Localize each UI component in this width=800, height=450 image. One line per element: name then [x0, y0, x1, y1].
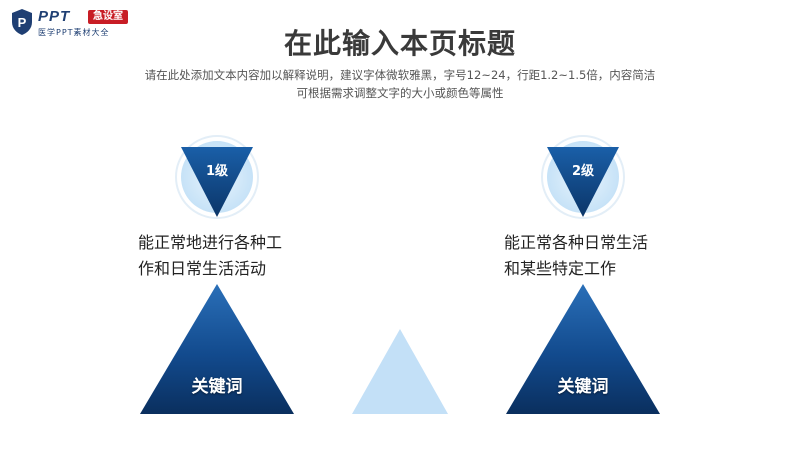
level-2-desc-line-2: 和某些特定工作 [504, 259, 617, 278]
logo: P PPT 急设室 医学PPT素材大全 [10, 8, 150, 40]
keyword-triangle-1: 关键词 [140, 284, 294, 414]
triangle-1-shape [140, 284, 294, 414]
logo-brand: PPT [38, 8, 71, 25]
level-2-desc-line-1: 能正常各种日常生活 [504, 233, 649, 252]
logo-tagline: 医学PPT素材大全 [38, 28, 110, 37]
level-1-desc-line-2: 作和日常生活活动 [138, 259, 267, 278]
level-1-description: 能正常地进行各种工 作和日常生活活动 [138, 230, 282, 282]
level-2-label: 2级 [571, 164, 595, 179]
center-triangle [352, 329, 448, 414]
triangle-2-shape [506, 284, 660, 414]
level-1-label: 1级 [205, 164, 229, 179]
keyword-triangle-2: 关键词 [506, 284, 660, 414]
logo-badge: 急设室 [88, 10, 128, 24]
page-subtitle: 请在此处添加文本内容加以解释说明，建议字体微软雅黑，字号12~24，行距1.2~… [0, 66, 800, 102]
keyword-2: 关键词 [557, 377, 609, 397]
level-2-description: 能正常各种日常生活 和某些特定工作 [504, 230, 648, 282]
shield-logo-icon: P [12, 9, 32, 35]
level-1-badge-graphic [175, 135, 259, 219]
keyword-1: 关键词 [191, 377, 243, 397]
page-title: 在此输入本页标题 [283, 27, 516, 60]
level-2-badge: 2级 [538, 134, 628, 224]
logo-mark: P [18, 15, 27, 30]
subtitle-line-2: 可根据需求调整文字的大小或颜色等属性 [296, 86, 504, 100]
level-1-badge: 1级 [172, 134, 262, 224]
center-triangle-shape [352, 329, 448, 414]
level-1-desc-line-1: 能正常地进行各种工 [138, 233, 283, 252]
subtitle-line-1: 请在此处添加文本内容加以解释说明，建议字体微软雅黑，字号12~24，行距1.2~… [144, 68, 656, 82]
level-2-badge-graphic [541, 135, 625, 219]
